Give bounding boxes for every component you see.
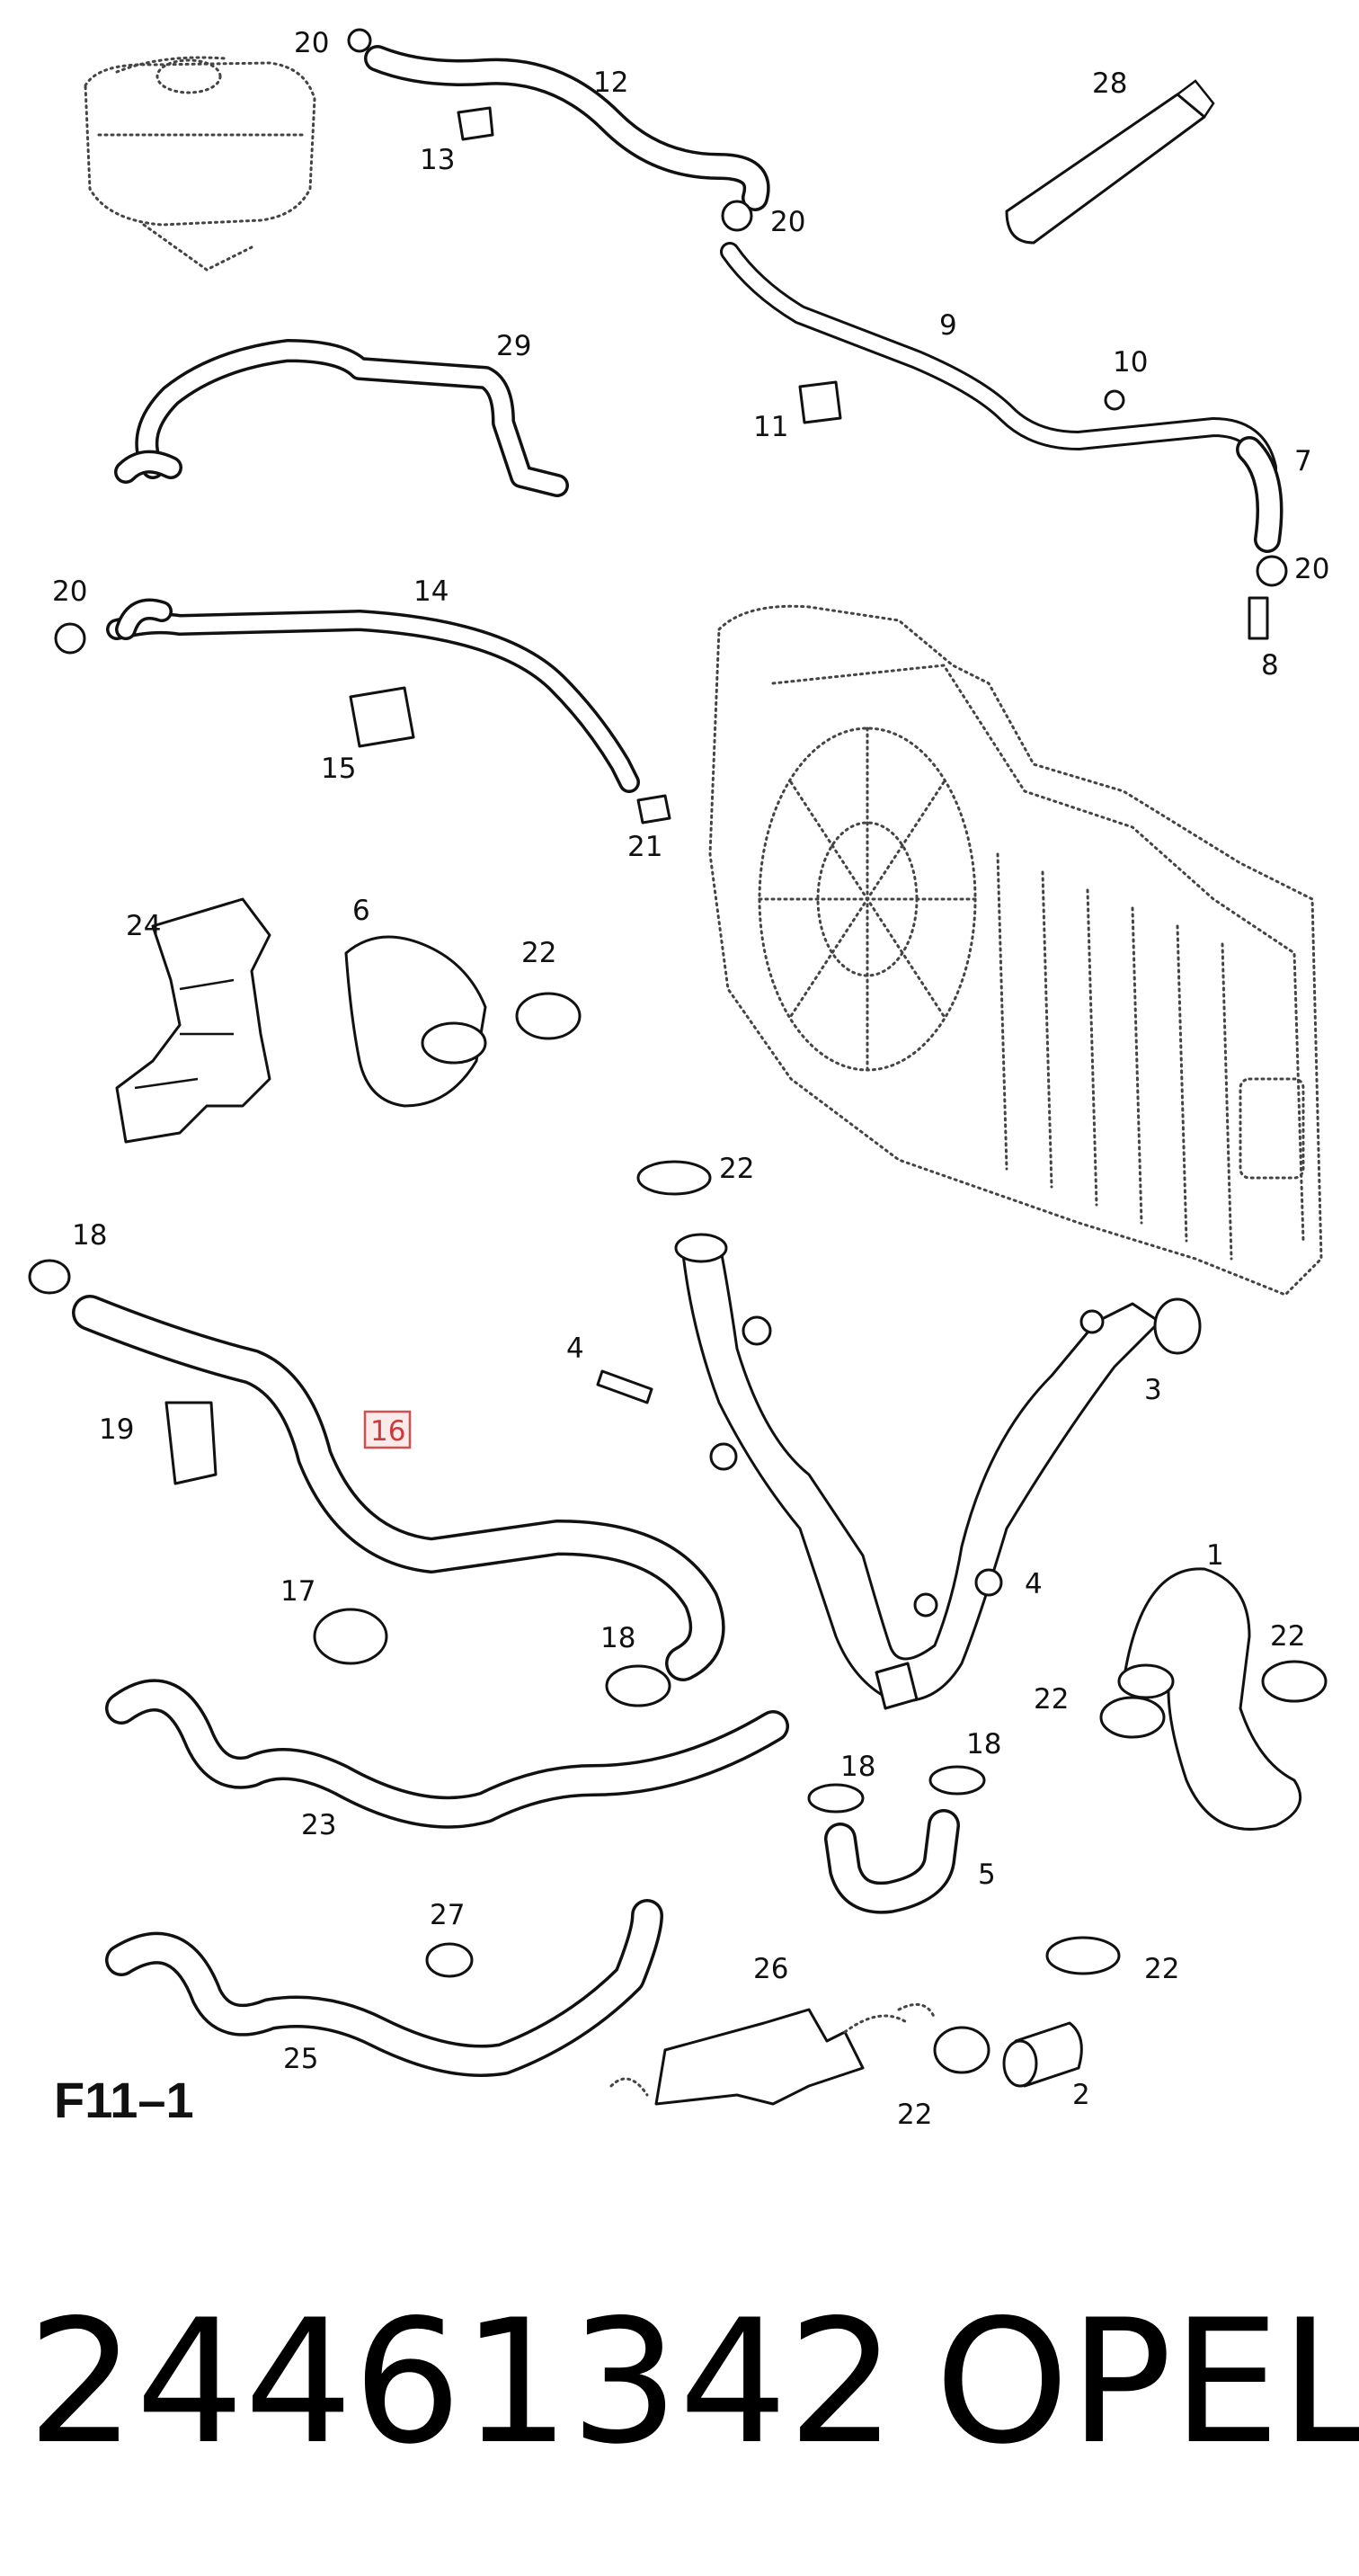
- hose-14: [106, 598, 640, 793]
- hose-5: [824, 1809, 960, 1914]
- clip-13: [457, 106, 494, 141]
- callout-15: 15: [321, 753, 356, 785]
- callout-27: 27: [430, 1899, 465, 1931]
- callout-18-c: 18: [840, 1751, 875, 1783]
- callout-9: 9: [939, 309, 957, 342]
- callout-28: 28: [1092, 67, 1127, 100]
- hose-6: [344, 935, 487, 1108]
- clamp-22-e: [1045, 1936, 1121, 1975]
- callout-20-c: 20: [1294, 553, 1329, 585]
- callout-26: 26: [753, 1953, 788, 1985]
- callout-10: 10: [1113, 346, 1148, 379]
- clamp-17: [313, 1608, 388, 1665]
- clamp-22-b: [636, 1160, 712, 1196]
- callout-16-highlight: 16: [363, 1410, 412, 1449]
- callout-12: 12: [593, 67, 628, 99]
- hose-12: [364, 45, 770, 211]
- clamp-18-b: [605, 1664, 671, 1707]
- hose-16: [72, 1295, 725, 1681]
- callout-22-e: 22: [1144, 1953, 1179, 1985]
- clamp-18-d: [928, 1765, 986, 1796]
- callout-3: 3: [1144, 1374, 1162, 1406]
- clip-19: [164, 1401, 218, 1485]
- callout-13: 13: [420, 144, 455, 176]
- callout-23: 23: [301, 1809, 336, 1841]
- callouts: 20 12 13 20 28 9 29 10 11 7 20 8 20 14 1…: [52, 27, 1329, 2131]
- callout-21: 21: [627, 831, 662, 863]
- callout-22-f: 22: [897, 2099, 932, 2131]
- housing-28: [1005, 79, 1215, 245]
- callout-20-b: 20: [770, 206, 805, 238]
- callout-5: 5: [978, 1858, 996, 1891]
- bolt-4-b: [974, 1568, 1003, 1597]
- pipe-assembly-3: [674, 1233, 1202, 1710]
- clamp-18-a: [28, 1259, 71, 1295]
- expansion-tank-outline: [84, 56, 316, 272]
- callout-11: 11: [753, 411, 788, 443]
- brand-name: OPEL: [935, 2283, 1359, 2482]
- hose-23: [105, 1679, 789, 1829]
- callout-22-c: 22: [1034, 1683, 1069, 1716]
- hose-29: [114, 339, 569, 497]
- bolt-10: [1104, 389, 1125, 411]
- callout-18-b: 18: [600, 1622, 635, 1654]
- callout-22-d: 22: [1270, 1620, 1305, 1653]
- callout-29: 29: [496, 330, 531, 362]
- highlight-box: [363, 1410, 412, 1449]
- hose-25: [105, 1899, 663, 2077]
- callout-16: 16: [370, 1415, 405, 1448]
- hose-7: [1236, 436, 1284, 553]
- sleeve-2: [1002, 2021, 1083, 2088]
- hose-1: [1117, 1567, 1302, 1831]
- clip-11: [798, 380, 842, 424]
- clamp-20-a: [347, 28, 372, 53]
- clamp-18-c: [807, 1783, 865, 1814]
- bolt-8: [1248, 596, 1269, 640]
- clamp-22-a: [515, 992, 582, 1040]
- clip-15: [349, 686, 415, 748]
- callout-18-d: 18: [966, 1728, 1001, 1760]
- callout-20-d: 20: [52, 575, 87, 608]
- callout-8: 8: [1261, 649, 1279, 682]
- callout-14: 14: [413, 575, 449, 608]
- clamp-22-f: [933, 2026, 990, 2074]
- clamp-20-d: [54, 622, 86, 655]
- callout-20-a: 20: [294, 27, 329, 59]
- clip-21: [636, 794, 671, 824]
- callout-2: 2: [1072, 2079, 1090, 2111]
- clamp-27: [425, 1942, 474, 1978]
- bracket-24: [115, 897, 271, 1144]
- callout-24: 24: [126, 910, 161, 942]
- callout-7: 7: [1294, 445, 1312, 477]
- callout-22-b: 22: [719, 1153, 754, 1185]
- diagram-label: F11–1: [54, 2072, 194, 2128]
- radiator-fan-assembly-outline: [708, 604, 1323, 1297]
- callout-18-a: 18: [72, 1219, 107, 1252]
- callout-1: 1: [1206, 1539, 1224, 1572]
- bolt-4-a: [596, 1369, 653, 1404]
- callout-22-a: 22: [521, 937, 556, 969]
- callout-6: 6: [352, 895, 370, 927]
- callout-17: 17: [280, 1575, 315, 1608]
- clamp-20-b: [721, 200, 753, 232]
- callout-4-b: 4: [1025, 1568, 1043, 1600]
- callout-4-a: 4: [566, 1333, 584, 1365]
- hose-9: [720, 242, 1277, 549]
- clamp-22-d: [1261, 1660, 1328, 1703]
- callout-25: 25: [283, 2043, 318, 2075]
- clamp-20-c: [1256, 555, 1288, 587]
- bracket-26: [609, 2002, 937, 2106]
- part-number: 24461342: [27, 2283, 896, 2482]
- callout-19: 19: [99, 1413, 134, 1446]
- clamp-22-c: [1099, 1696, 1166, 1739]
